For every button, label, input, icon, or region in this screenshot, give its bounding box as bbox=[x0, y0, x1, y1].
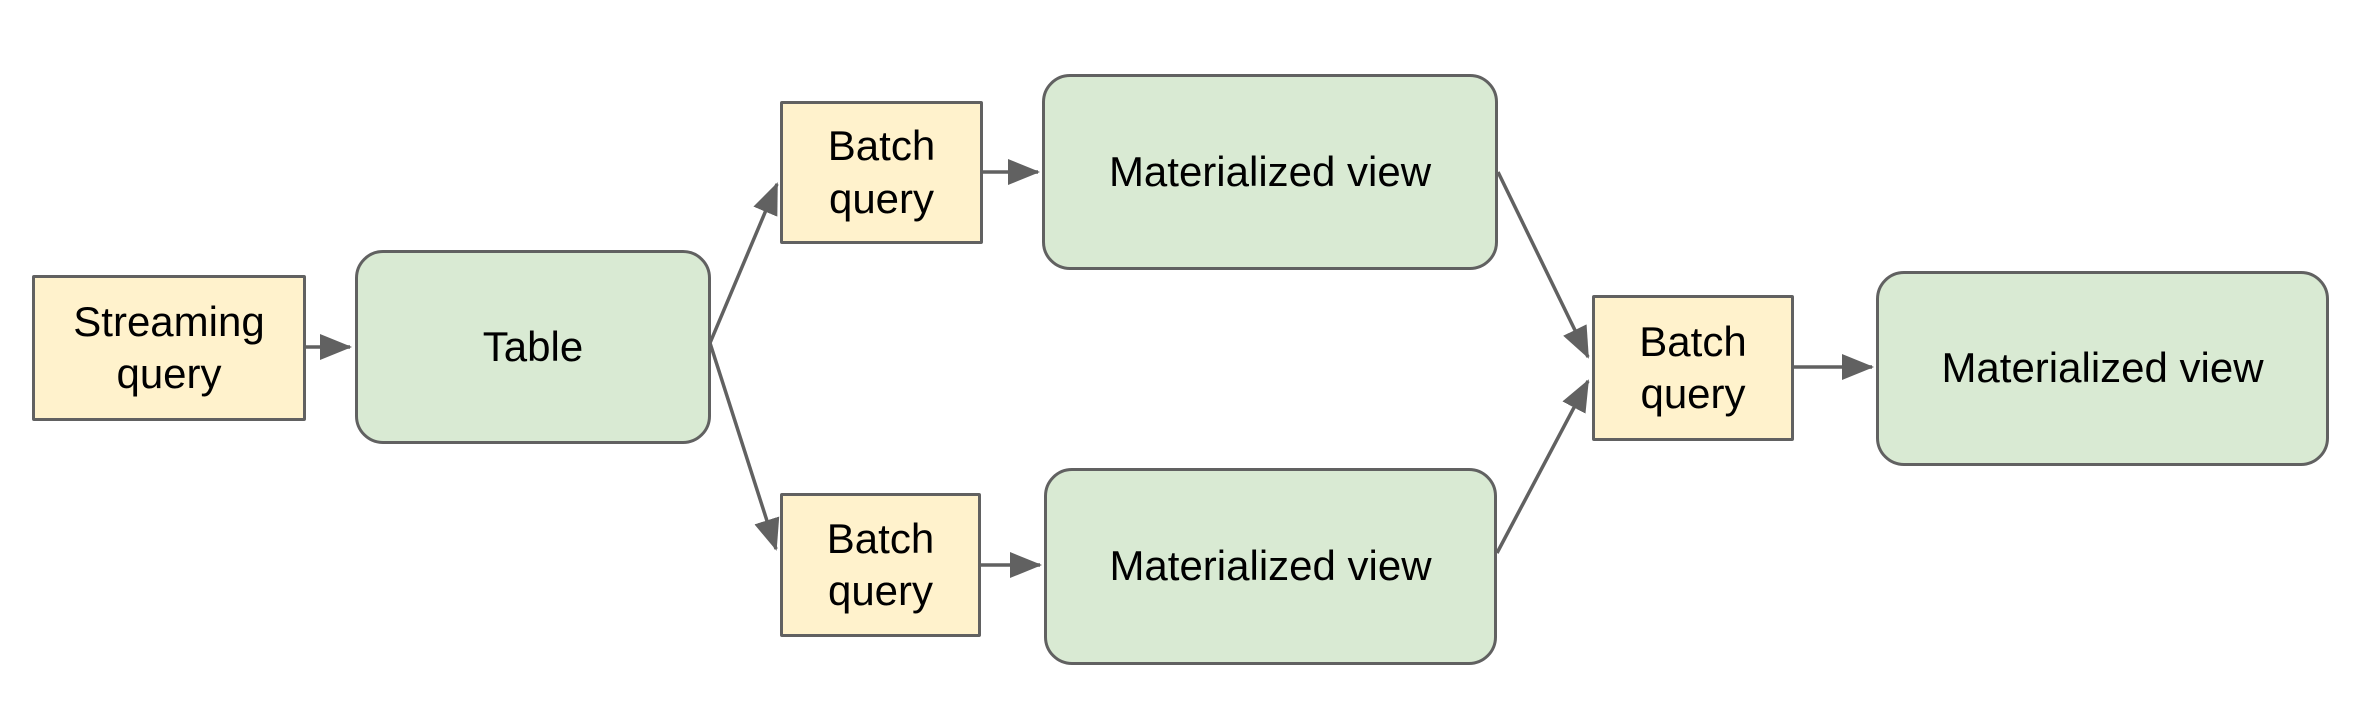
node-streaming-query: Streaming query bbox=[32, 275, 306, 421]
node-materialized-view-right-label: Materialized view bbox=[1941, 344, 2264, 392]
node-table: Table bbox=[355, 250, 711, 444]
edge-table-to-batch-top bbox=[708, 182, 779, 344]
edge-mv-top-to-batch-right bbox=[1496, 171, 1590, 359]
node-streaming-query-label: Streaming query bbox=[73, 297, 265, 398]
node-table-label: Table bbox=[482, 322, 584, 370]
node-batch-query-top: Batch query bbox=[780, 101, 983, 244]
node-batch-query-bottom-label: Batch query bbox=[826, 514, 935, 615]
edge-mv-bottom-to-batch-right bbox=[1495, 379, 1590, 554]
node-batch-query-top-label: Batch query bbox=[827, 122, 936, 222]
node-batch-query-right: Batch query bbox=[1592, 295, 1794, 441]
node-batch-query-right-label: Batch query bbox=[1639, 317, 1747, 418]
edge-table-to-batch-bottom bbox=[708, 342, 780, 551]
node-materialized-view-top: Materialized view bbox=[1042, 74, 1498, 270]
node-batch-query-bottom: Batch query bbox=[780, 493, 981, 637]
node-materialized-view-top-label: Materialized view bbox=[1108, 147, 1432, 195]
node-materialized-view-bottom: Materialized view bbox=[1044, 468, 1497, 665]
node-materialized-view-right: Materialized view bbox=[1876, 271, 2329, 466]
node-materialized-view-bottom-label: Materialized view bbox=[1109, 542, 1432, 590]
